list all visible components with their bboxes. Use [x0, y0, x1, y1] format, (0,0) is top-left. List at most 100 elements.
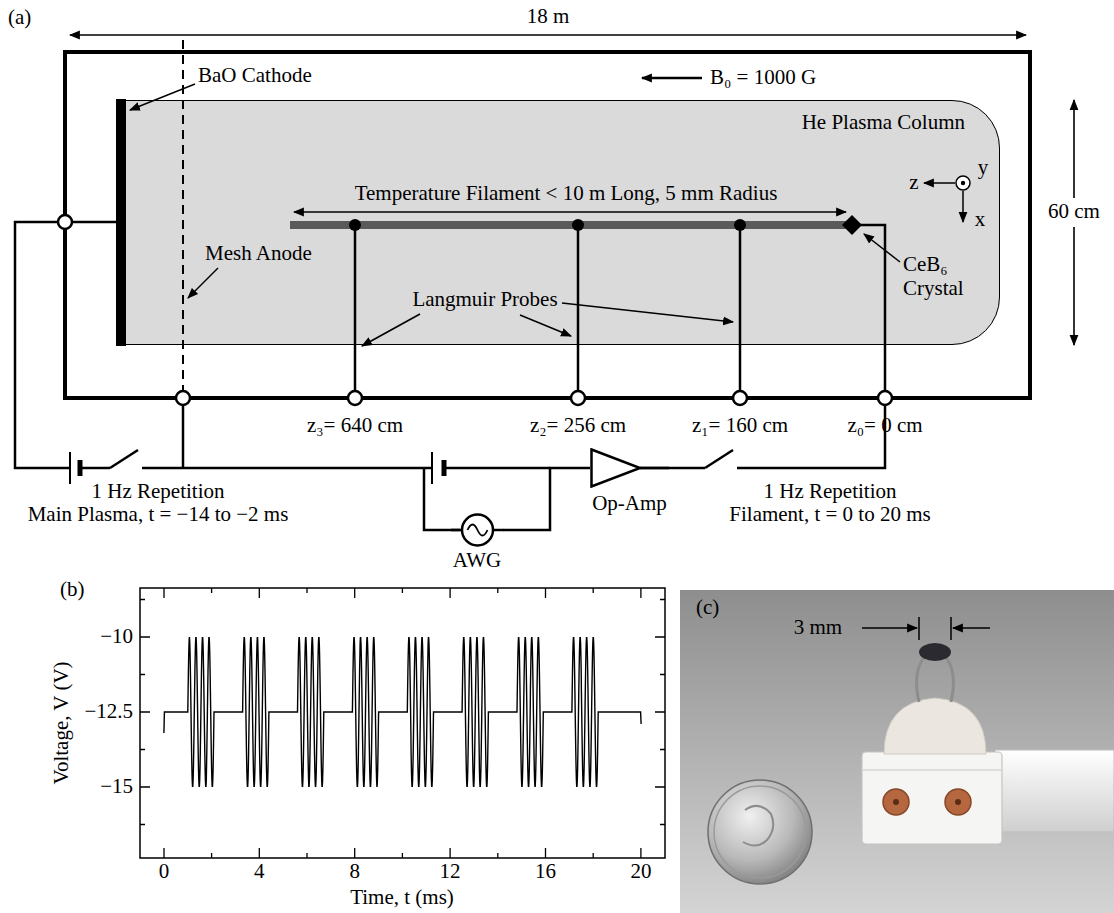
tick-label: 16	[535, 860, 556, 883]
feedthrough	[878, 391, 892, 405]
tick-label: 8	[349, 860, 360, 883]
plasma-column: He Plasma Column	[120, 100, 1000, 345]
battery-plate	[69, 452, 71, 484]
op-amp-triangle	[590, 448, 669, 488]
copper-hole	[893, 799, 899, 805]
axis-label: z	[909, 171, 918, 194]
circuit-caption: 1 Hz Repetition	[764, 480, 897, 503]
wire	[451, 529, 462, 532]
signal-generator: AWG	[451, 513, 504, 573]
wire	[640, 467, 669, 470]
scale-arrow	[862, 627, 917, 629]
probe-tip	[734, 219, 746, 231]
scale-tick	[918, 617, 920, 640]
tick-label: 12	[440, 860, 461, 883]
generator-symbol	[451, 513, 504, 547]
leader-arrow	[188, 268, 218, 298]
feedthrough	[176, 391, 190, 405]
node-label: AWG	[451, 549, 504, 572]
panel-label: (b)	[60, 578, 85, 601]
plot-frame	[140, 588, 665, 858]
circuit-caption: Filament, t = 0 to 20 ms	[729, 503, 930, 526]
generator-circle	[462, 515, 493, 546]
position-label: z₀= 0 cm	[847, 414, 922, 437]
cable	[995, 750, 1114, 832]
sine-symbol	[467, 525, 487, 536]
switch	[110, 450, 138, 468]
dimension-arrow	[1073, 227, 1075, 345]
vacuum-chamber	[65, 52, 1030, 398]
dimension-arrow	[294, 211, 846, 213]
leader-arrow	[362, 314, 420, 346]
tick-label: −12.5	[84, 700, 133, 723]
feedthrough	[733, 391, 747, 405]
temperature-filament	[290, 221, 852, 229]
part-label: Temperature Filament < 10 m Long, 5 mm R…	[355, 182, 778, 205]
wire	[640, 467, 705, 470]
tick-label: 20	[630, 860, 651, 883]
tick-marks	[140, 588, 665, 858]
position-label: z₁= 160 cm	[692, 414, 788, 437]
copper-hole	[955, 799, 961, 805]
panel-label: (c)	[696, 596, 719, 619]
panel-label: (a)	[8, 6, 31, 29]
battery-plate	[431, 452, 433, 484]
axis-origin-dot	[961, 181, 965, 185]
axis-title: Voltage, V (V)	[50, 661, 73, 784]
connector-wire	[504, 468, 591, 530]
field-arrow	[642, 77, 702, 80]
coin-relief	[743, 806, 773, 846]
op-amp-symbol: Op-Amp	[590, 448, 669, 516]
cement-mound	[884, 698, 986, 754]
wire	[15, 222, 70, 468]
op-amp-triangle	[592, 450, 641, 487]
part-label: Mesh Anode	[205, 242, 312, 265]
copper-contact	[945, 789, 971, 815]
feedthrough	[571, 391, 585, 405]
axis-arrow	[962, 191, 964, 222]
position-label: z₂= 256 cm	[530, 414, 626, 437]
switch	[705, 450, 733, 468]
copper-contact	[883, 789, 909, 815]
coin	[708, 780, 812, 884]
scale-tick	[950, 617, 952, 640]
dimension-label: 18 m	[527, 5, 570, 28]
photo-background	[680, 590, 1114, 913]
tick-label: 4	[254, 860, 265, 883]
wire	[424, 468, 460, 530]
probe-tip	[572, 219, 584, 231]
crystal	[919, 643, 951, 661]
axis-label: y	[978, 156, 989, 179]
node-label: He Plasma Column	[802, 111, 965, 134]
coin-rim	[714, 786, 806, 878]
wire-clip	[945, 656, 953, 702]
dimension-label: 60 cm	[1048, 200, 1100, 223]
ceramic-block	[862, 752, 1002, 844]
voltage-trace	[164, 638, 641, 786]
probe-tip	[349, 219, 361, 231]
wire-clip	[917, 656, 925, 702]
circuit-caption: 1 Hz Repetition	[92, 480, 225, 503]
wire	[493, 529, 504, 532]
tick-label: −10	[100, 625, 133, 648]
crystal-diamond	[842, 215, 862, 235]
dimension-arrow	[1073, 100, 1075, 198]
scale-arrow	[953, 627, 990, 629]
plasma-fill	[120, 100, 1000, 345]
mesh-anode	[182, 40, 184, 391]
wire	[142, 467, 432, 470]
part-label: Langmuir Probes	[412, 288, 557, 311]
probe-shaft	[354, 225, 357, 391]
dimension-arrow	[70, 34, 1026, 36]
position-label: z₃= 640 cm	[307, 414, 403, 437]
crystal-wire	[858, 225, 885, 391]
cathode	[116, 99, 126, 346]
axis-arrow	[924, 182, 955, 184]
circuit-caption: Main Plasma, t = −14 to −2 ms	[28, 503, 289, 526]
tick-label: 0	[159, 860, 170, 883]
probe-shaft	[739, 225, 742, 391]
field-label: B₀ = 1000 G	[710, 66, 816, 89]
